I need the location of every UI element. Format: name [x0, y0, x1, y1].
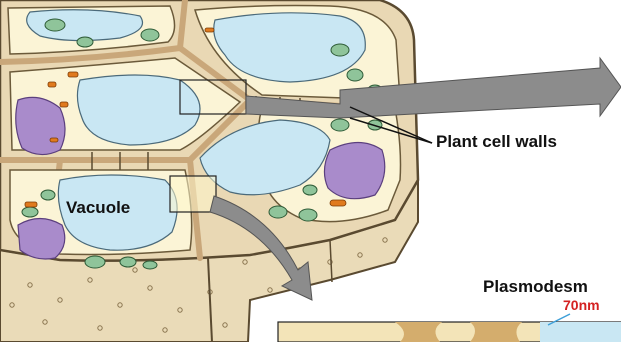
scale-label: 70nm [563, 298, 600, 312]
vacuole-label: Vacuole [66, 199, 130, 216]
plant-cell-walls-label: Plant cell walls [436, 133, 557, 150]
inset-box-lower [170, 176, 216, 212]
plasmodesm-label: Plasmodesm [483, 278, 588, 295]
plasmodesm-inset [278, 314, 621, 342]
